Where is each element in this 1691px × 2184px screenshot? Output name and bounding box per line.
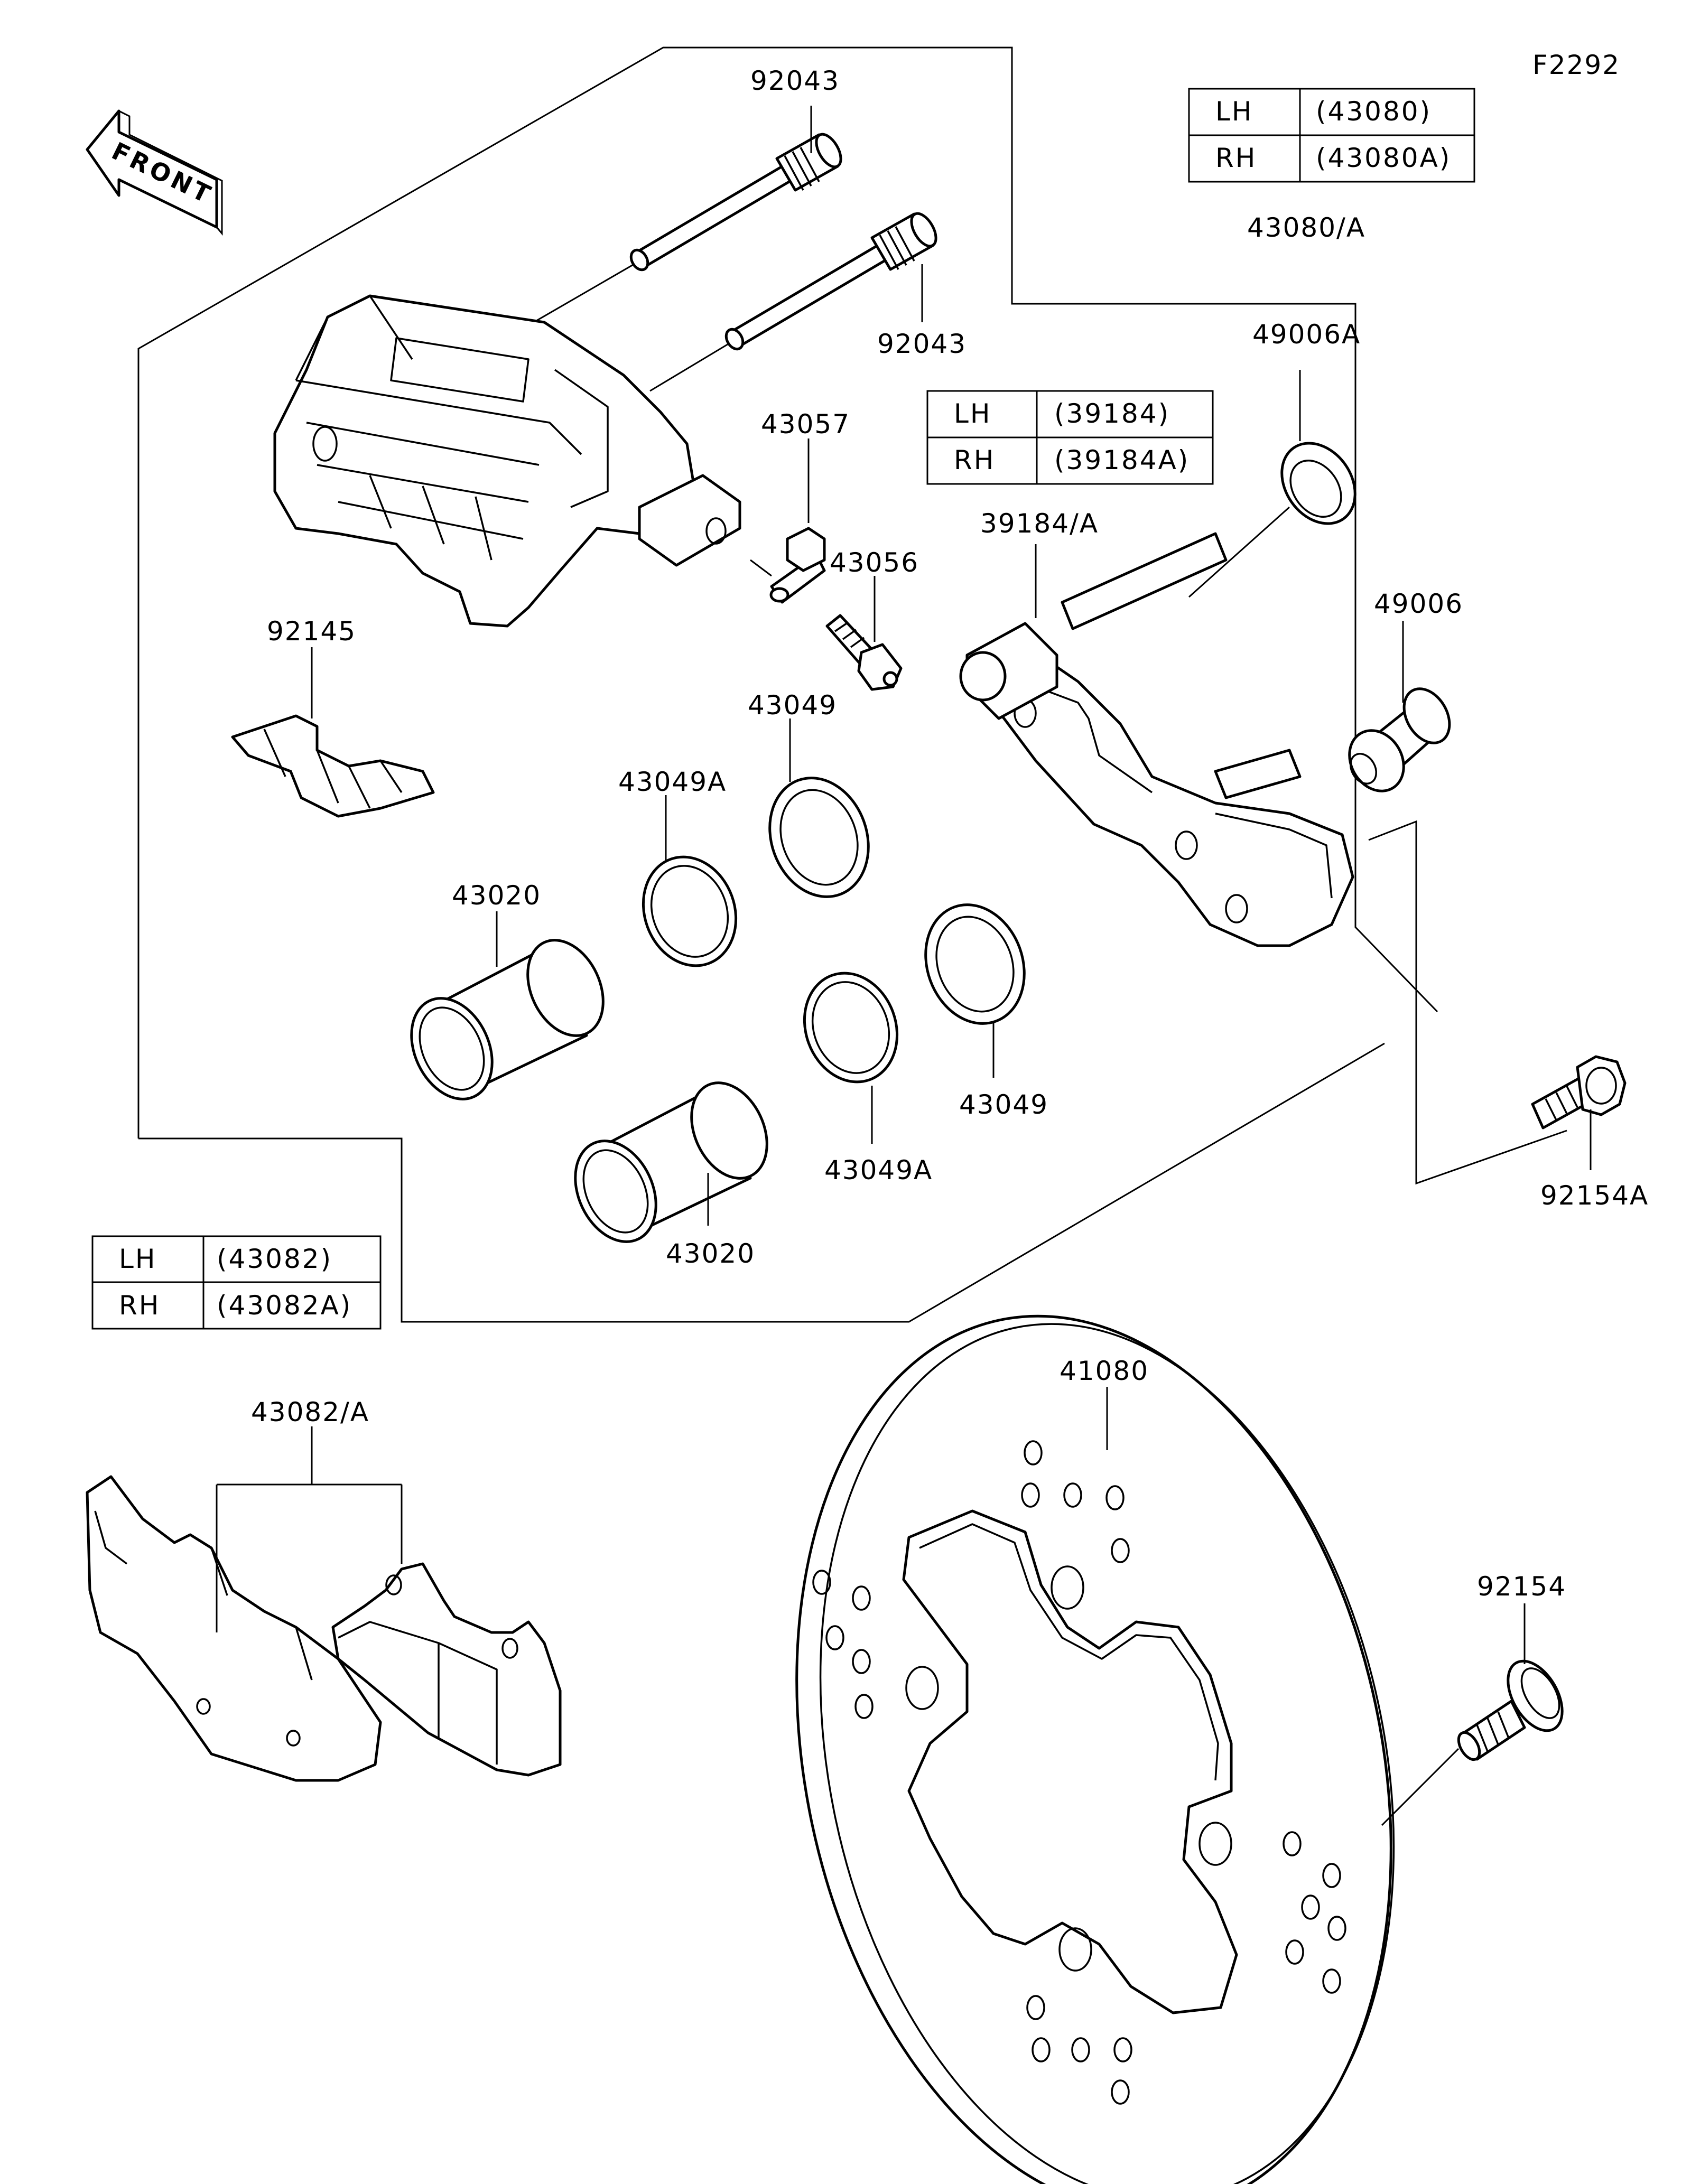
table-pads-lh-part: (43082) [217, 1244, 332, 1274]
leader-43082 [216, 1426, 403, 1632]
table-pads-rh-part: (43082A) [217, 1290, 352, 1321]
table-bracket-rh-part: (39184A) [1054, 445, 1190, 475]
table-caliper-lh-side: LH [1215, 96, 1253, 127]
callout-43057: 43057 [761, 409, 850, 440]
leader-bleeder-axis [750, 559, 772, 577]
table-caliper-rh-side: RH [1215, 143, 1257, 173]
callout-43056: 43056 [830, 547, 919, 578]
callout-92154a: 92154A [1540, 1180, 1649, 1211]
table-bracket: LH (39184) RH (39184A) [926, 390, 1214, 485]
callout-92043-top: 92043 [750, 66, 840, 96]
caliper-assembly-outline [137, 46, 1567, 1323]
bleeder-cap [769, 527, 826, 604]
bolt-92154a [1531, 1055, 1627, 1130]
callout-43049-upper: 43049 [748, 690, 837, 721]
table-pads: LH (43082) RH (43082A) [91, 1235, 382, 1330]
callout-49006: 49006 [1374, 589, 1463, 619]
callout-92145: 92145 [267, 616, 356, 647]
brake-pad-right [331, 1562, 562, 1777]
bleeder-valve [825, 614, 903, 691]
table-pads-rh-side: RH [119, 1290, 160, 1321]
brake-pad-left [86, 1475, 382, 1782]
callout-43049a-lower: 43049A [824, 1155, 933, 1186]
callout-92043-second: 92043 [877, 329, 967, 359]
callout-43049-lower: 43049 [959, 1089, 1048, 1120]
callout-43080-a: 43080/A [1247, 212, 1365, 243]
caliper-body [273, 294, 741, 628]
boot-49006 [1348, 687, 1451, 792]
caliper-pin-upper [629, 133, 842, 272]
brake-disc [795, 1314, 1395, 2184]
piston-upper [410, 939, 605, 1100]
callout-41080: 41080 [1060, 1356, 1149, 1386]
bolt-92154 [1457, 1659, 1564, 1761]
pad-spring [231, 714, 435, 818]
callout-49006a: 49006A [1252, 319, 1361, 350]
table-bracket-lh-side: LH [954, 398, 991, 429]
piston-lower [574, 1081, 768, 1243]
callout-92154: 92154 [1477, 1571, 1566, 1602]
leader-pin-upper [533, 263, 635, 323]
callout-43020-upper: 43020 [452, 880, 541, 911]
figure-code: F2292 [1532, 50, 1620, 80]
callout-43082-a: 43082/A [251, 1397, 369, 1427]
seal-43049-upper [768, 777, 870, 898]
caliper-bracket [959, 532, 1354, 947]
table-pads-lh-side: LH [119, 1244, 156, 1274]
leader-92154-axis [1381, 1748, 1460, 1826]
table-caliper-assy: LH (43080) RH (43080A) [1188, 88, 1475, 183]
seal-43049a-upper [642, 855, 738, 967]
front-arrow-icon: FRONT [86, 109, 223, 236]
callout-39184-a: 39184/A [980, 508, 1099, 539]
seal-43049a-lower [803, 972, 899, 1084]
seal-49006a [1280, 442, 1356, 525]
caliper-pin-lower [724, 212, 937, 351]
table-bracket-lh-part: (39184) [1054, 398, 1170, 429]
seal-43049-lower [924, 903, 1026, 1025]
callout-43049a-upper: 43049A [618, 767, 727, 797]
table-bracket-rh-side: RH [954, 445, 995, 475]
leader-pin-lower [649, 342, 730, 392]
leader-49006a-axis [1188, 506, 1290, 598]
table-caliper-rh-part: (43080A) [1316, 143, 1451, 173]
callout-43020-lower: 43020 [666, 1238, 755, 1269]
table-caliper-lh-part: (43080) [1316, 96, 1432, 127]
